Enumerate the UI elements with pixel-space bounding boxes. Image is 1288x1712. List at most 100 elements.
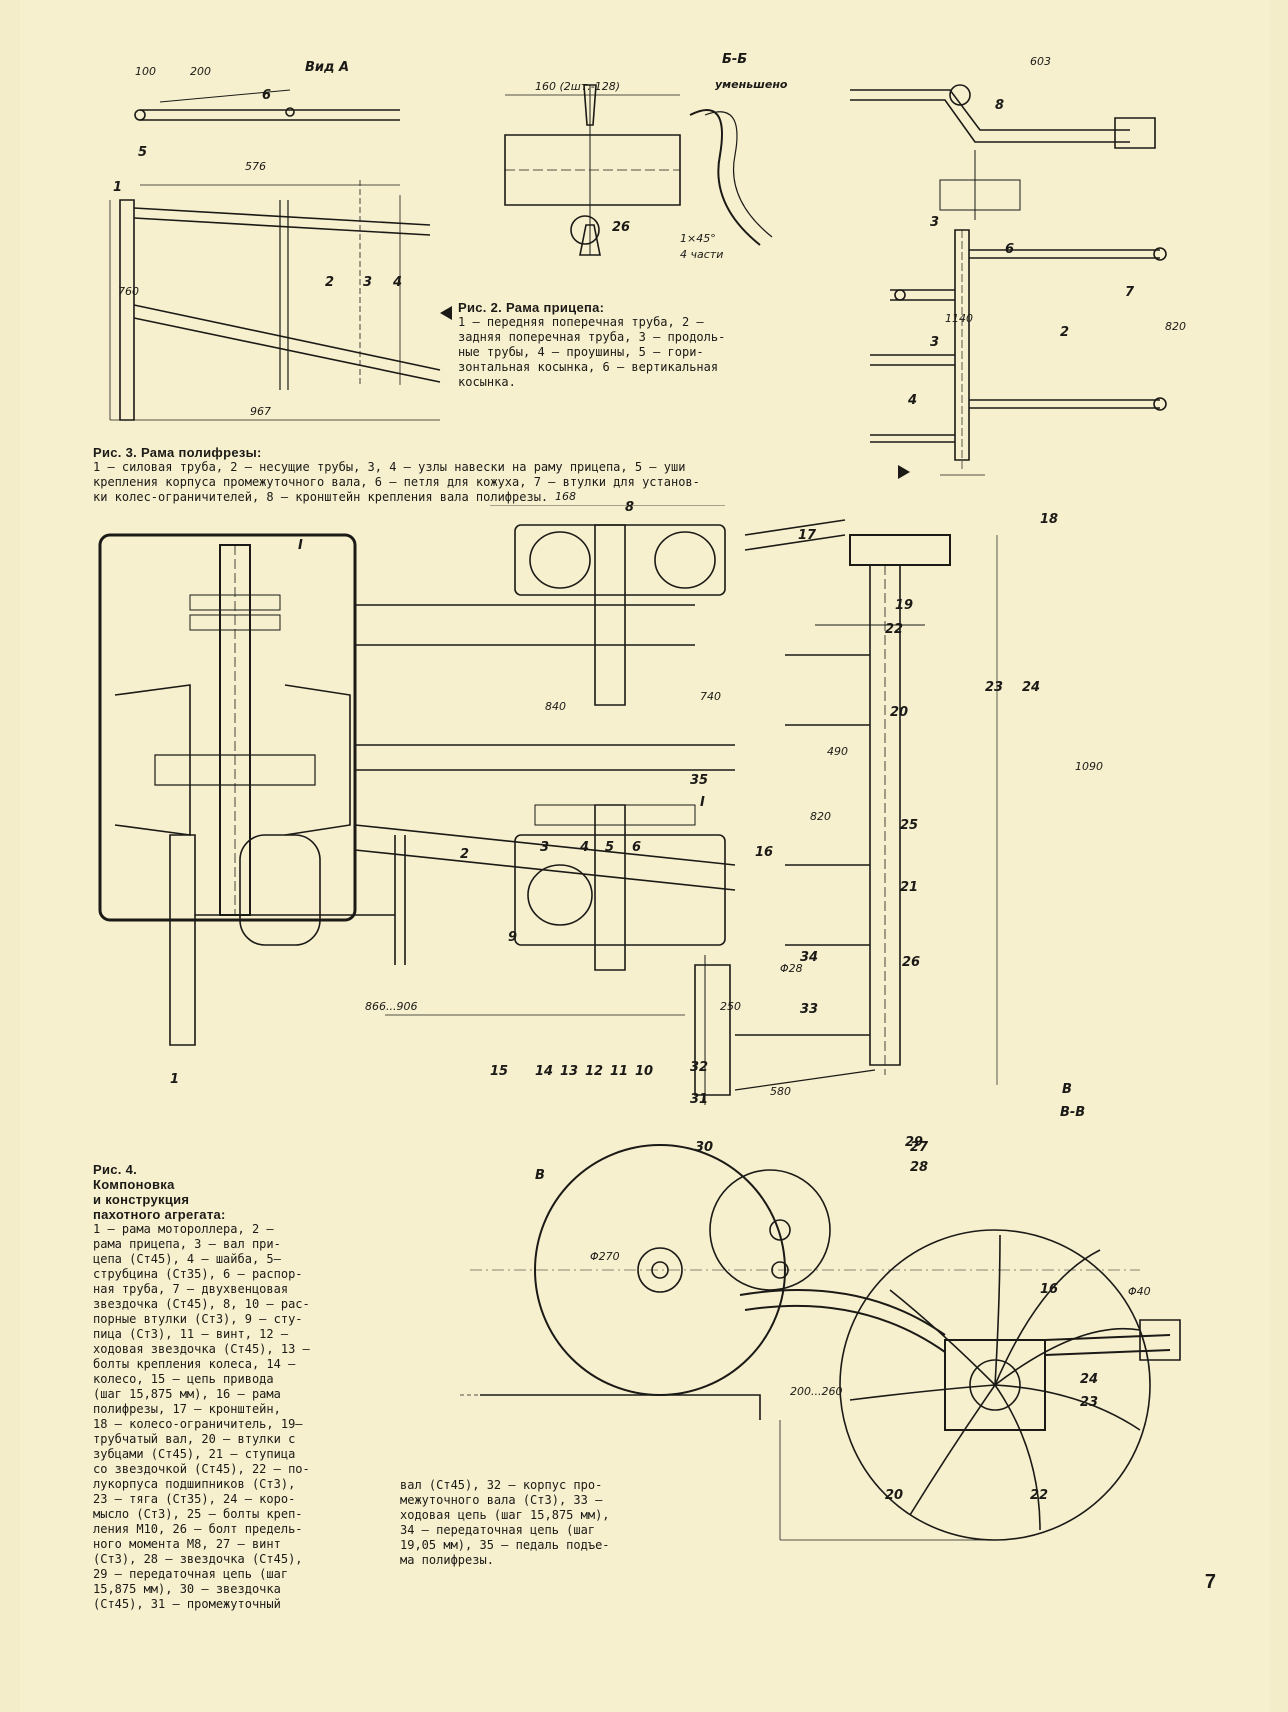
fig4-line: 18 — колесо-ограничитель, 19— bbox=[93, 1417, 303, 1431]
part-6: 6 bbox=[632, 840, 642, 855]
marker-i-label: I bbox=[700, 795, 705, 810]
fig2-caption: Рис. 2. Рама прицепа: 1 — передняя попер… bbox=[458, 300, 818, 390]
part-5: 5 bbox=[605, 840, 615, 855]
part-22: 22 bbox=[885, 622, 904, 637]
reduced-label: уменьшено bbox=[715, 78, 788, 91]
dim-820b: 820 bbox=[810, 810, 831, 823]
part-22-section: 22 bbox=[1030, 1488, 1049, 1503]
fig4-line: струбцина (Ст35), 6 — распор- bbox=[93, 1267, 303, 1281]
dim-580: 580 bbox=[770, 1085, 791, 1098]
section-b-drawing bbox=[490, 55, 810, 285]
part-29: 29 bbox=[905, 1135, 924, 1150]
part-19: 19 bbox=[895, 598, 914, 613]
part-label-1: 1 bbox=[113, 180, 123, 195]
caption-arrow-right bbox=[898, 465, 910, 479]
part-34: 34 bbox=[800, 950, 819, 965]
part-25: 25 bbox=[900, 818, 919, 833]
part-24: 24 bbox=[1022, 680, 1041, 695]
section-b-label: Б-Б bbox=[722, 52, 748, 67]
dim-250: 250 bbox=[720, 1000, 741, 1013]
fig4-line: рама прицепа, 3 — вал при- bbox=[93, 1237, 281, 1251]
fig3-line: ки колес-ограничителей, 8 — кронштейн кр… bbox=[93, 490, 549, 504]
dim-603: 603 bbox=[1030, 55, 1051, 68]
part-2: 2 bbox=[460, 847, 470, 862]
arrow-v-label: В bbox=[1062, 1082, 1072, 1097]
parts-label: 4 части bbox=[680, 248, 724, 261]
fig4-cont-line: 34 — передаточная цепь (шаг bbox=[400, 1523, 596, 1537]
fig3-part-6: 6 bbox=[1005, 242, 1015, 257]
fig4-line: зубцами (Ст45), 21 — ступица bbox=[93, 1447, 296, 1461]
fig2-line: косынка. bbox=[458, 375, 516, 389]
part-20: 20 bbox=[890, 705, 909, 720]
fig4-caption: Рис. 4. Компоновка и конструкция пахотно… bbox=[93, 1162, 373, 1612]
part-32: 32 bbox=[690, 1060, 709, 1075]
fig4-cont-line: ходовая цепь (шаг 15,875 мм), bbox=[400, 1508, 610, 1522]
part-28: 28 bbox=[910, 1160, 929, 1175]
fig4-line: (шаг 15,875 мм), 16 — рама bbox=[93, 1387, 281, 1401]
part-4: 4 bbox=[580, 840, 590, 855]
part-15: 15 bbox=[490, 1064, 509, 1079]
fig3-title: Рис. 3. Рама полифрезы: bbox=[93, 445, 262, 460]
part-16-section: 16 bbox=[1040, 1282, 1059, 1297]
part-label-6: 6 bbox=[262, 88, 272, 103]
dim-phi28: Φ28 bbox=[780, 962, 803, 975]
part-27: 27 bbox=[910, 1140, 929, 1155]
part-13: 13 bbox=[560, 1064, 579, 1079]
fig4-line: звездочка (Ст45), 8, 10 — рас- bbox=[93, 1297, 310, 1311]
part-label-4: 4 bbox=[393, 275, 403, 290]
view-a-label: Вид А bbox=[305, 60, 350, 75]
part-label-5: 5 bbox=[138, 145, 148, 160]
part-23: 23 bbox=[985, 680, 1004, 695]
part-17: 17 bbox=[798, 528, 817, 543]
figure-3-drawing bbox=[830, 50, 1190, 480]
part-24-section: 24 bbox=[1080, 1372, 1099, 1387]
part-20-section: 20 bbox=[885, 1488, 904, 1503]
fig4-line: колесо, 15 — цепь привода bbox=[93, 1372, 274, 1386]
fig4-line: болты крепления колеса, 14 — bbox=[93, 1357, 296, 1371]
fig4-title: и конструкция bbox=[93, 1192, 190, 1207]
part-18: 18 bbox=[1040, 512, 1059, 527]
section-v-label: В-В bbox=[1060, 1105, 1086, 1120]
fig3-part-8: 8 bbox=[995, 98, 1005, 113]
dim-phi270: Φ270 bbox=[590, 1250, 620, 1263]
part-14: 14 bbox=[535, 1064, 554, 1079]
part-11: 11 bbox=[610, 1064, 629, 1079]
dim-200: 200 bbox=[190, 65, 211, 78]
fig3-part-3b: 3 bbox=[930, 335, 940, 350]
dim-967: 967 bbox=[250, 405, 271, 418]
arrow-v-section: В bbox=[535, 1168, 545, 1183]
fig4-cont-line: межуточного вала (Ст3), 33 — bbox=[400, 1493, 603, 1507]
fig4-line: 23 — тяга (Ст35), 24 — коро- bbox=[93, 1492, 296, 1506]
figure-2-drawing bbox=[100, 50, 480, 430]
part-3: 3 bbox=[540, 840, 550, 855]
part-31: 31 bbox=[690, 1092, 709, 1107]
fig3-part-7: 7 bbox=[1125, 285, 1135, 300]
fig3-line: крепления корпуса промежуточного вала, 6… bbox=[93, 475, 700, 489]
dim-200-260: 200...260 bbox=[790, 1385, 843, 1398]
fig4-line: (Ст45), 31 — промежуточный bbox=[93, 1597, 281, 1611]
inset-i-label: I bbox=[298, 538, 303, 553]
dim-168: 168 bbox=[555, 490, 576, 503]
fig4-line: ходовая звездочка (Ст45), 13 — bbox=[93, 1342, 310, 1356]
part-26: 26 bbox=[902, 955, 921, 970]
dim-160: 160 (2шт.-128) bbox=[535, 80, 621, 93]
fig3-part-4: 4 bbox=[908, 393, 918, 408]
dim-740: 740 bbox=[700, 690, 721, 703]
part-8: 8 bbox=[625, 500, 635, 515]
fig2-line: ные трубы, 4 — проушины, 5 — гори- bbox=[458, 345, 704, 359]
fig4-line: (Ст3), 28 — звездочка (Ст45), bbox=[93, 1552, 303, 1566]
dim-1090: 1090 bbox=[1075, 760, 1103, 773]
fig2-line: 1 — передняя поперечная труба, 2 — bbox=[458, 315, 704, 329]
dim-1140: 1140 bbox=[945, 312, 973, 325]
fig4-line: ления М10, 26 — болт предель- bbox=[93, 1522, 303, 1536]
fig4-line: порные втулки (Ст3), 9 — сту- bbox=[93, 1312, 303, 1326]
caption-arrow-left bbox=[440, 306, 452, 320]
fig3-part-2: 2 bbox=[1060, 325, 1070, 340]
fig2-line: задняя поперечная труба, 3 — продоль- bbox=[458, 330, 726, 344]
dim-490: 490 bbox=[827, 745, 848, 758]
chamfer-label: 1×45° bbox=[680, 232, 716, 245]
fig3-part-3: 3 bbox=[930, 215, 940, 230]
dim-576: 576 bbox=[245, 160, 266, 173]
dim-820: 820 bbox=[1165, 320, 1186, 333]
